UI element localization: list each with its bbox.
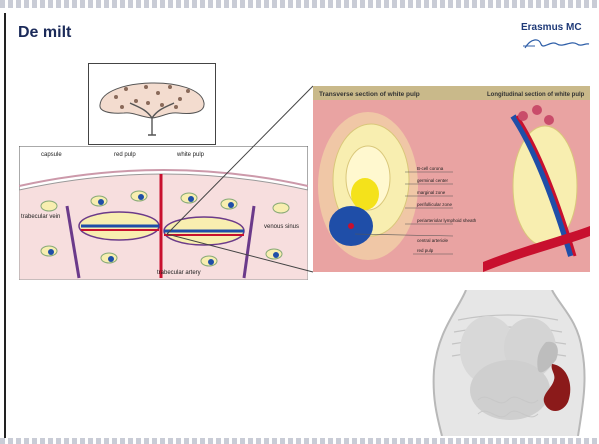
erasmus-mc-logo: Erasmus MC (521, 22, 591, 58)
zoom-connector-lines (165, 84, 315, 274)
label-red-pulp: red pulp (114, 152, 136, 158)
left-border-line (4, 13, 6, 441)
bottom-dashed-border (0, 438, 599, 444)
slide-title: De milt (18, 24, 71, 42)
transverse-section-panel: Transverse section of white pulp B-cell … (313, 86, 483, 272)
label-germinal-center: germinal center (417, 178, 449, 183)
label-capsule: capsule (41, 152, 62, 158)
label-red-pulp-section: red pulp (417, 248, 434, 253)
label-perifollicular-zone: perifollicular zone (417, 202, 453, 207)
longitudinal-section-panel: Longitudinal section of white pulp (483, 86, 590, 272)
brand-signature-logo (521, 34, 591, 54)
longitudinal-title: Longitudinal section of white pulp (487, 92, 585, 98)
transverse-title: Transverse section of white pulp (319, 91, 420, 98)
abdomen-spleen-illustration (428, 290, 590, 436)
label-marginal-zone: marginal zone (417, 190, 446, 195)
label-pals: periarteriolar lymphoid sheath (417, 218, 477, 223)
label-central-arteriole: central arteriole (417, 238, 449, 243)
label-trabecular-vein: trabecular vein (21, 214, 60, 220)
top-dashed-border (0, 0, 599, 8)
label-b-cell-corona: B-cell corona (417, 166, 444, 171)
brand-name: Erasmus MC (521, 22, 582, 33)
